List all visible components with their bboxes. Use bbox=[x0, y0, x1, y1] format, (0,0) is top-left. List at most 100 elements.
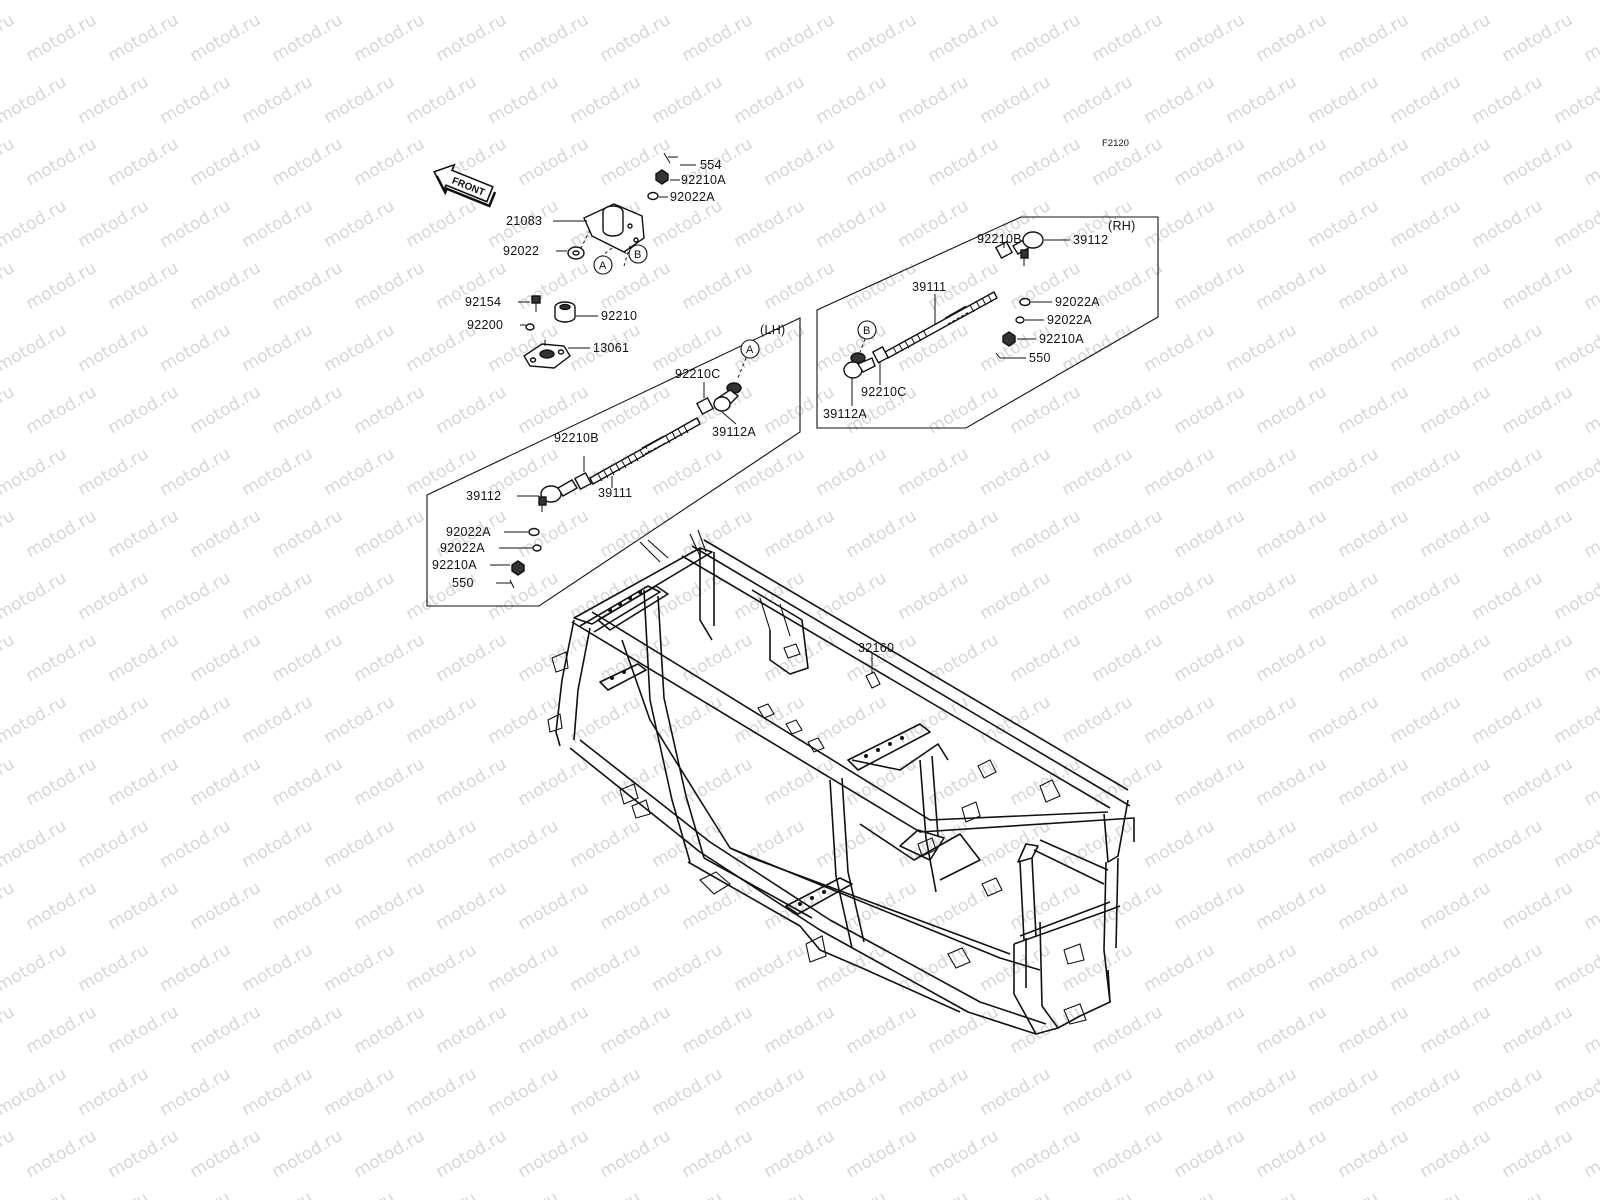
watermark-text: motod.ru bbox=[1469, 692, 1547, 748]
watermark-text: motod.ru bbox=[403, 1064, 481, 1120]
watermark-text: motod.ru bbox=[925, 10, 1003, 66]
watermark-text: motod.ru bbox=[23, 382, 101, 438]
watermark-text: motod.ru bbox=[679, 1126, 757, 1182]
watermark-text: motod.ru bbox=[1581, 258, 1600, 314]
watermark-text: motod.ru bbox=[0, 1064, 70, 1120]
watermark-text: motod.ru bbox=[895, 1064, 973, 1120]
watermark-text: motod.ru bbox=[157, 692, 235, 748]
watermark-text: motod.ru bbox=[1551, 0, 1600, 4]
label-rh-39112: 39112 bbox=[1073, 233, 1108, 247]
watermark-text: motod.ru bbox=[433, 1002, 511, 1058]
watermark-text: motod.ru bbox=[1499, 754, 1577, 810]
watermark-text: motod.ru bbox=[567, 1188, 645, 1200]
watermark-text: motod.ru bbox=[403, 0, 481, 4]
label-lh-39112: 39112 bbox=[466, 489, 501, 503]
watermark-text: motod.ru bbox=[731, 0, 809, 4]
watermark-text: motod.ru bbox=[813, 196, 891, 252]
watermark-text: motod.ru bbox=[567, 816, 645, 872]
watermark-text: motod.ru bbox=[1581, 1002, 1600, 1058]
watermark-text: motod.ru bbox=[1089, 10, 1167, 66]
watermark-text: motod.ru bbox=[269, 382, 347, 438]
watermark-text: motod.ru bbox=[1253, 878, 1331, 934]
watermark-text: motod.ru bbox=[567, 1064, 645, 1120]
ref-b-label: B bbox=[634, 249, 641, 261]
watermark-text: motod.ru bbox=[813, 0, 891, 4]
tie-rod-lh-group: (LH) A 92210C 39112A 92210B 3911 bbox=[426, 317, 801, 607]
watermark-text: motod.ru bbox=[1007, 630, 1085, 686]
watermark-text: motod.ru bbox=[157, 1188, 235, 1200]
watermark-text: motod.ru bbox=[1223, 940, 1301, 996]
watermark-text: motod.ru bbox=[1551, 196, 1600, 252]
watermark-text: motod.ru bbox=[761, 754, 839, 810]
watermark-text: motod.ru bbox=[895, 568, 973, 624]
watermark-text: motod.ru bbox=[1417, 1126, 1495, 1182]
watermark-text: motod.ru bbox=[351, 258, 429, 314]
lh-washer-1-icon bbox=[528, 527, 540, 537]
rh-tie-rod-end-a-icon bbox=[843, 352, 876, 379]
watermark-text: motod.ru bbox=[843, 134, 921, 190]
label-lh-92210A: 92210A bbox=[432, 558, 477, 572]
watermark-text: motod.ru bbox=[1223, 0, 1301, 4]
watermark-text: motod.ru bbox=[1305, 940, 1383, 996]
steering-holder-lower-icon bbox=[523, 340, 571, 369]
watermark-text: motod.ru bbox=[1305, 1064, 1383, 1120]
watermark-text: motod.ru bbox=[403, 692, 481, 748]
rh-nut-a-icon bbox=[1002, 331, 1016, 347]
watermark-text: motod.ru bbox=[0, 1188, 70, 1200]
watermark-text: motod.ru bbox=[75, 320, 153, 376]
watermark-text: motod.ru bbox=[1223, 692, 1301, 748]
watermark-text: motod.ru bbox=[1305, 196, 1383, 252]
watermark-text: motod.ru bbox=[403, 940, 481, 996]
watermark-text: motod.ru bbox=[597, 1002, 675, 1058]
watermark-text: motod.ru bbox=[515, 1126, 593, 1182]
watermark-text: motod.ru bbox=[597, 10, 675, 66]
watermark-text: motod.ru bbox=[157, 1064, 235, 1120]
watermark-text: motod.ru bbox=[1305, 692, 1383, 748]
label-21083: 21083 bbox=[506, 214, 542, 228]
watermark-text: motod.ru bbox=[1335, 382, 1413, 438]
watermark-text: motod.ru bbox=[813, 816, 891, 872]
watermark-text: motod.ru bbox=[157, 568, 235, 624]
watermark-text: motod.ru bbox=[649, 196, 727, 252]
small-washer-icon bbox=[525, 323, 535, 331]
watermark-text: motod.ru bbox=[239, 196, 317, 252]
watermark-text: motod.ru bbox=[1469, 196, 1547, 252]
watermark-text: motod.ru bbox=[1499, 382, 1577, 438]
rh-washer-2-icon bbox=[1015, 316, 1025, 324]
watermark-text: motod.ru bbox=[1171, 134, 1249, 190]
watermark-text: motod.ru bbox=[597, 382, 675, 438]
watermark-text: motod.ru bbox=[321, 72, 399, 128]
watermark-text: motod.ru bbox=[0, 72, 70, 128]
watermark-text: motod.ru bbox=[1305, 0, 1383, 4]
watermark-text: motod.ru bbox=[1499, 1126, 1577, 1182]
watermark-text: motod.ru bbox=[75, 940, 153, 996]
watermark-text: motod.ru bbox=[321, 940, 399, 996]
watermark-text: motod.ru bbox=[1253, 10, 1331, 66]
watermark-text: motod.ru bbox=[1469, 320, 1547, 376]
watermark-text: motod.ru bbox=[75, 692, 153, 748]
watermark-text: motod.ru bbox=[895, 0, 973, 4]
watermark-text: motod.ru bbox=[1141, 940, 1219, 996]
rh-nut-c-icon bbox=[871, 345, 890, 364]
label-rh-92022A-2: 92022A bbox=[1047, 313, 1092, 327]
watermark-text: motod.ru bbox=[1499, 10, 1577, 66]
watermark-text: motod.ru bbox=[813, 1064, 891, 1120]
watermark-text: motod.ru bbox=[1335, 630, 1413, 686]
watermark-text: motod.ru bbox=[0, 630, 18, 686]
watermark-text: motod.ru bbox=[649, 692, 727, 748]
lh-ref-a-circle bbox=[740, 339, 760, 359]
watermark-text: motod.ru bbox=[1305, 568, 1383, 624]
watermark-text: motod.ru bbox=[1089, 630, 1167, 686]
watermark-text: motod.ru bbox=[1335, 134, 1413, 190]
watermark-text: motod.ru bbox=[269, 878, 347, 934]
watermark-text: motod.ru bbox=[485, 1188, 563, 1200]
watermark-text: motod.ru bbox=[321, 816, 399, 872]
watermark-text: motod.ru bbox=[1417, 382, 1495, 438]
watermark-text: motod.ru bbox=[1007, 754, 1085, 810]
watermark-text: motod.ru bbox=[1417, 134, 1495, 190]
watermark-text: motod.ru bbox=[403, 196, 481, 252]
watermark-text: motod.ru bbox=[187, 506, 265, 562]
lh-box bbox=[426, 317, 801, 607]
watermark-text: motod.ru bbox=[1253, 754, 1331, 810]
watermark-text: motod.ru bbox=[1387, 196, 1465, 252]
